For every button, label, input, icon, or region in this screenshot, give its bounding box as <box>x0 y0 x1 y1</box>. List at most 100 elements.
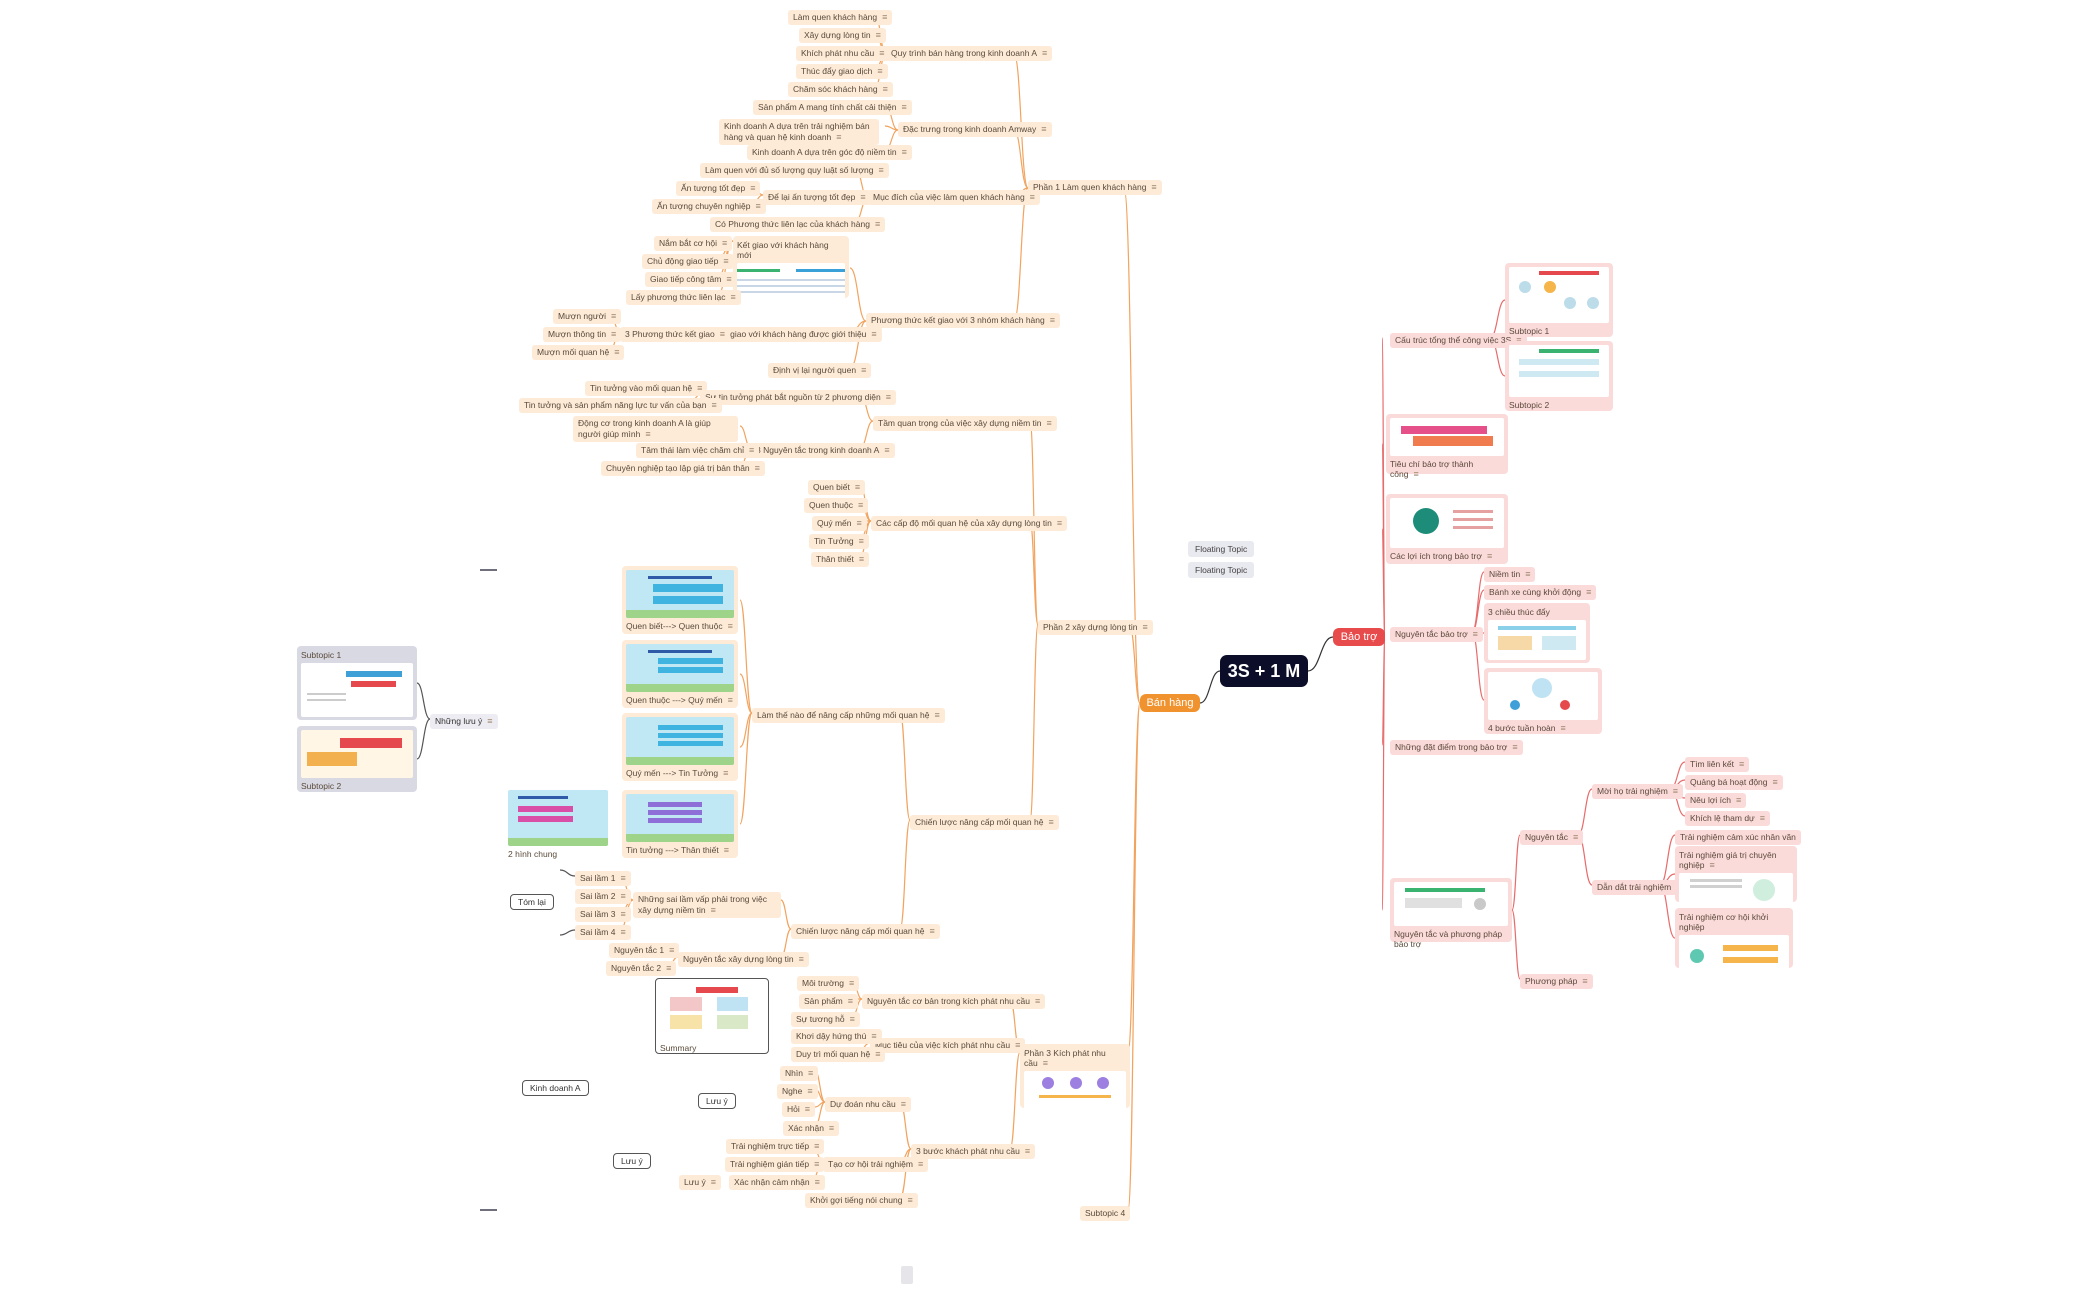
importance-topic[interactable]: Tầm quan trọng của việc xây dựng niềm ti… <box>873 416 1057 431</box>
experience-note-topic[interactable]: Lưu ý <box>679 1175 722 1190</box>
predict-item[interactable]: Hỏi <box>782 1102 816 1117</box>
process-topic[interactable]: Quy trình bán hàng trong kinh doanh A <box>886 46 1053 61</box>
experience-item[interactable]: Trải nghiệm gián tiếp <box>725 1157 825 1172</box>
new-customer-item[interactable]: Nắm bắt cơ hội <box>654 236 733 251</box>
methods-topic[interactable]: Phương thức kết giao với 3 nhóm khách hà… <box>866 313 1061 328</box>
floating-topic[interactable]: Floating Topic <box>1188 562 1255 578</box>
basic-topic[interactable]: Nguyên tắc cơ bản trong kích phát nhu cầ… <box>862 994 1046 1009</box>
principles-topic[interactable]: 3 Nguyên tắc trong kinh doanh A <box>751 443 895 458</box>
upgrade-card[interactable]: Quen biết---> Quen thuộc <box>622 566 738 634</box>
rule-item[interactable]: Nguyên tắc 1 <box>609 943 680 958</box>
upgrade-card[interactable]: Quen thuộc ---> Quý mến <box>622 640 738 708</box>
summary-topic[interactable]: Tóm lại <box>510 894 554 910</box>
strategy2-topic[interactable]: Chiến lược nâng cấp mối quan hệ <box>791 924 940 939</box>
referred-topic[interactable]: Kết giao với khách hàng được giới thiệu <box>710 327 882 342</box>
page-handle[interactable] <box>901 1266 913 1284</box>
predict-topic[interactable]: Dự đoán nhu cầu <box>825 1097 911 1112</box>
predict-item[interactable]: Nghe <box>777 1084 818 1099</box>
process-item[interactable]: Xây dựng lòng tin <box>799 28 886 43</box>
predict-item[interactable]: Nhìn <box>780 1066 819 1081</box>
ways-topic[interactable]: 3 Phương thức kết giao <box>620 327 730 342</box>
new-customer-item[interactable]: Giao tiếp công tâm <box>645 272 737 287</box>
experience-item[interactable]: Trải nghiệm trực tiếp <box>726 1139 825 1154</box>
mistake-item[interactable]: Sai lầm 2 <box>575 889 631 904</box>
features-item[interactable]: Sản phẩm A mang tính chất cải thiện <box>753 100 912 115</box>
upgrade-card[interactable]: Quý mến ---> Tin Tưởng <box>622 713 738 781</box>
root-topic[interactable]: 3S + 1 M <box>1220 655 1308 687</box>
invite-item[interactable]: Nêu lợi ích <box>1685 793 1747 808</box>
methods-item[interactable]: Định vị lại người quen <box>768 363 872 378</box>
level-item[interactable]: Quý mến <box>812 516 867 531</box>
business-topic[interactable]: Kinh doanh A <box>522 1080 589 1096</box>
guide-card[interactable]: Trải nghiệm cơ hội khởi nghiệp <box>1675 908 1793 975</box>
principles-item[interactable]: Động cơ trong kinh doanh A là giúp người… <box>573 416 738 442</box>
experience-topic[interactable]: Tạo cơ hội trải nghiệm <box>823 1157 929 1172</box>
floating-topic[interactable]: Floating Topic <box>1188 541 1255 557</box>
ways-item[interactable]: Mượn người <box>553 309 622 324</box>
notes-topic[interactable]: Những lưu ý <box>430 714 498 729</box>
notes-subtopic-card[interactable]: Subtopic 2 <box>297 726 417 792</box>
goal-item[interactable]: Duy trì mối quan hệ <box>791 1047 886 1062</box>
impression-topic[interactable]: Để lại ấn tượng tốt đẹp <box>763 190 871 205</box>
principles-item[interactable]: Chuyên nghiệp tạo lập giá trị bản thân <box>601 461 765 476</box>
features-item[interactable]: Kinh doanh A dựa trên trải nghiệm bán hà… <box>719 119 879 145</box>
basic-item[interactable]: Sản phẩm <box>799 994 859 1009</box>
part1-topic[interactable]: Phần 1 Làm quen khách hàng <box>1028 180 1162 195</box>
features-topic[interactable]: Đặc trưng trong kinh doanh Amway <box>898 122 1052 137</box>
invite-item[interactable]: Khích lệ tham dự <box>1685 811 1771 826</box>
mistake-item[interactable]: Sai lầm 1 <box>575 871 631 886</box>
levels-topic[interactable]: Các cấp độ mối quan hệ của xây dựng lòng… <box>871 516 1068 531</box>
benefits-card[interactable]: Các lợi ích trong bảo trợ <box>1386 494 1508 564</box>
rules-topic[interactable]: Nguyên tắc <box>1520 830 1584 845</box>
principles-item[interactable]: Tâm thái làm việc chăm chỉ <box>636 443 760 458</box>
branch-sponsor[interactable]: Bảo trợ <box>1333 628 1385 646</box>
note2-topic[interactable]: Lưu ý <box>613 1153 651 1169</box>
purpose-item[interactable]: Có Phương thức liên lạc của khách hàng <box>710 217 886 232</box>
rules-topic[interactable]: Nguyên tắc xây dựng lòng tin <box>678 952 809 967</box>
level-item[interactable]: Quen biết <box>808 480 866 495</box>
steps-item[interactable]: Khởi gợi tiếng nói chung <box>805 1193 918 1208</box>
structure-card[interactable]: Subtopic 1 <box>1505 263 1613 337</box>
features-item[interactable]: Kinh doanh A dựa trên góc độ niềm tin <box>747 145 912 160</box>
predict-note-topic[interactable]: Lưu ý <box>698 1093 736 1109</box>
criteria-card[interactable]: Tiêu chí bảo trợ thành công <box>1386 414 1508 479</box>
process-item[interactable]: Làm quen khách hàng <box>788 10 893 25</box>
goal-item[interactable]: Khơi dậy hứng thú <box>791 1029 882 1044</box>
impression-item[interactable]: Ấn tượng tốt đẹp <box>676 181 761 196</box>
traits-topic[interactable]: Những đặt điểm trong bảo trợ <box>1390 740 1523 755</box>
level-item[interactable]: Quen thuộc <box>804 498 869 513</box>
goal-topic[interactable]: Mục tiêu của việc kích phát nhu cầu <box>870 1038 1026 1053</box>
strategy-topic[interactable]: Chiến lược nâng cấp mối quan hệ <box>910 815 1059 830</box>
process-item[interactable]: Chăm sóc khách hàng <box>788 82 893 97</box>
source-item[interactable]: Tin tưởng và sản phẩm năng lực tư vấn củ… <box>519 398 722 413</box>
mistake-item[interactable]: Sai lầm 3 <box>575 907 631 922</box>
mistake-item[interactable]: Sai lầm 4 <box>575 925 631 940</box>
ways-item[interactable]: Mượn thông tin <box>543 327 622 342</box>
source-item[interactable]: Tin tưởng vào mối quan hệ <box>585 381 708 396</box>
guide-topic[interactable]: Dẫn dắt trải nghiệm <box>1592 880 1687 895</box>
new-customer-item[interactable]: Chủ động giao tiếp <box>642 254 734 269</box>
new-customer-item[interactable]: Lấy phương thức liên lạc <box>626 290 741 305</box>
process-item[interactable]: Khích phát nhu cầu <box>796 46 890 61</box>
subtopic4-topic[interactable]: Subtopic 4 <box>1080 1206 1131 1221</box>
impression-item[interactable]: Ấn tượng chuyên nghiệp <box>652 199 766 214</box>
part2-topic[interactable]: Phần 2 xây dựng lòng tin <box>1038 620 1153 635</box>
principles-card[interactable]: 3 chiều thúc đẩy <box>1484 603 1590 663</box>
process-item[interactable]: Thúc đẩy giao dịch <box>796 64 888 79</box>
invite-topic[interactable]: Mời họ trải nghiệm <box>1592 784 1684 799</box>
principles-item[interactable]: Niềm tin <box>1484 567 1536 582</box>
structure-card[interactable]: Subtopic 2 <box>1505 341 1613 411</box>
general-card[interactable]: 2 hình chung <box>504 786 612 859</box>
mistakes-topic[interactable]: Những sai lầm vấp phải trong việc xây dự… <box>633 892 781 918</box>
principles-topic[interactable]: Nguyên tắc bảo trợ <box>1390 627 1483 642</box>
principles-item[interactable]: Bánh xe cùng khởi động <box>1484 585 1597 600</box>
level-item[interactable]: Thân thiết <box>811 552 870 567</box>
rule-item[interactable]: Nguyên tắc 2 <box>606 961 677 976</box>
predict-item[interactable]: Xác nhận <box>783 1121 840 1136</box>
ways-item[interactable]: Mượn mối quan hệ <box>532 345 625 360</box>
purpose-item[interactable]: Làm quen với đủ số lượng quy luật số lượ… <box>700 163 889 178</box>
guide-card[interactable]: Trải nghiệm giá trị chuyên nghiệp <box>1675 846 1797 909</box>
notes-subtopic-card[interactable]: Subtopic 1 <box>297 646 417 720</box>
level-item[interactable]: Tin Tưởng <box>809 534 869 549</box>
new-customer-card[interactable]: Kết giao với khách hàng mới <box>733 236 849 305</box>
